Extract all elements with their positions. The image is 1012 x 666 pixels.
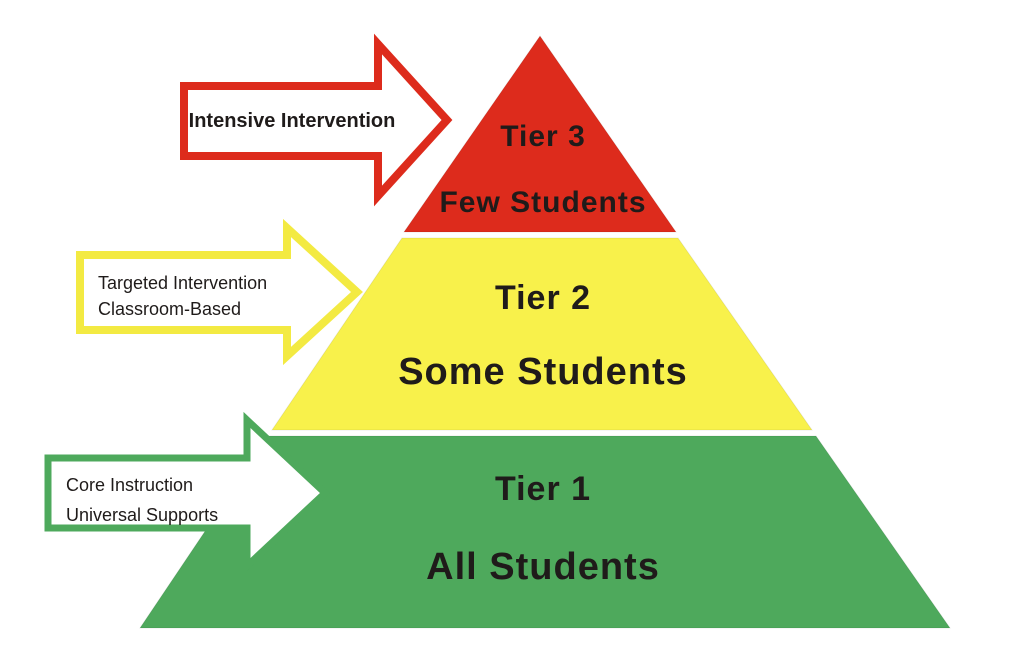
tier-1-trapezoid [139,435,951,629]
tier-2-section: Tier 2 Some Students [271,237,813,431]
tier-3-label: Tier 3 [500,120,586,153]
core-instruction-label-line1: Core Instruction [66,475,193,495]
targeted-intervention-label-line1: Targeted Intervention [98,273,267,293]
arrow-right-icon [44,411,331,575]
tier-3-section: Tier 3 Few Students [403,35,677,233]
tier-3-students-label: Few Students [439,186,646,219]
intensive-intervention-arrow: Intensive Intervention [180,33,453,207]
tier-1-label: Tier 1 [495,470,591,508]
tier-2-trapezoid [271,237,813,431]
core-instruction-label-line2: Universal Supports [66,505,218,525]
arrow-right-icon [180,33,453,207]
targeted-intervention-label-line2: Classroom-Based [98,299,241,319]
tier-2-students-label: Some Students [398,351,688,393]
intensive-intervention-label: Intensive Intervention [189,110,396,132]
tier-1-section: Tier 1 All Students [139,435,951,629]
targeted-intervention-arrow: Targeted Intervention Classroom-Based [76,218,363,366]
arrow-right-icon [76,218,363,366]
core-instruction-arrow: Core Instruction Universal Supports [44,411,331,575]
tier-2-label: Tier 2 [495,279,591,317]
tier-1-students-label: All Students [426,546,660,588]
tier-3-triangle [403,35,677,233]
